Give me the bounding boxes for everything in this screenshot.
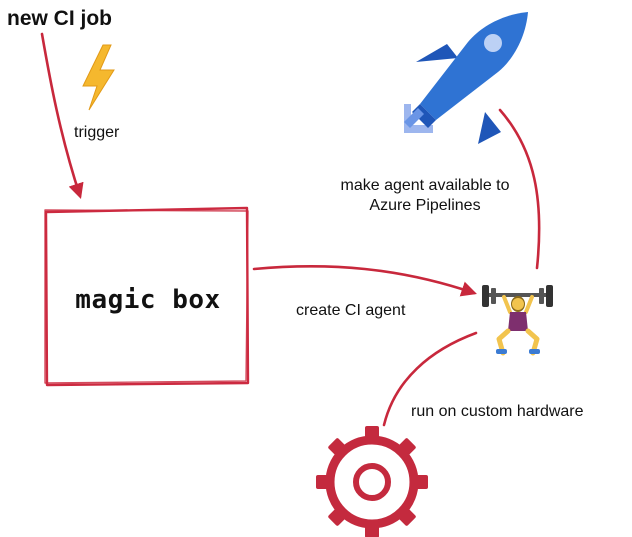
arrow-agent-to-rocket (498, 108, 541, 270)
make-agent-label: make agent available to Azure Pipelines (340, 177, 510, 214)
run-hardware-label: run on custom hardware (411, 403, 584, 420)
arrow-agent-to-gear (382, 331, 478, 427)
magic-box (44, 206, 250, 387)
weightlifter-icon (482, 285, 553, 356)
gear-icon (316, 426, 428, 537)
azure-pipelines-rocket-icon (404, 12, 528, 144)
magic-box-label: magic box (75, 285, 221, 315)
lightning-icon (82, 44, 115, 111)
arrow-job-to-box (40, 32, 84, 199)
trigger-label: trigger (74, 124, 120, 141)
job-title: new CI job (7, 7, 112, 30)
create-agent-label: create CI agent (296, 302, 406, 319)
arrow-box-to-agent (252, 264, 477, 297)
